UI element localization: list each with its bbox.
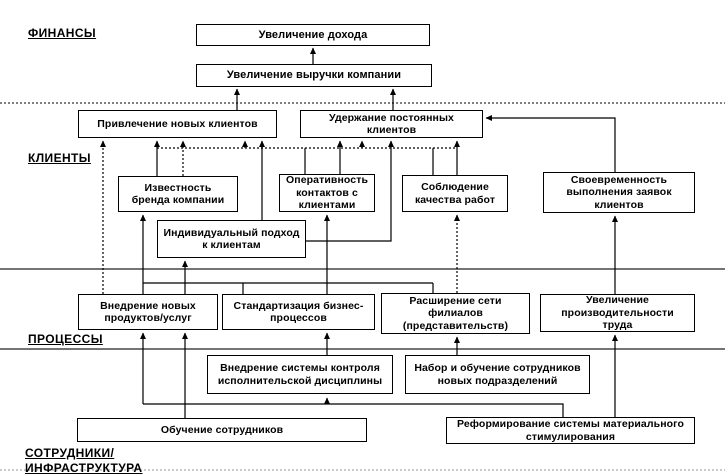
node-contact-promptness: Оперативность контактов с клиентами [279, 174, 375, 212]
node-branch-expansion: Расширение сети филиалов (представительс… [381, 293, 530, 334]
node-attract-clients: Привлечение новых клиентов [78, 110, 277, 138]
node-brand-awareness: Известность бренда компании [118, 176, 238, 212]
connector-arrow [143, 403, 564, 417]
section-label-staff-line1: СОТРУДНИКИ/ [25, 446, 115, 460]
node-new-staff-training: Набор и обучение сотрудников новых подра… [405, 355, 590, 394]
section-label-clients: КЛИЕНТЫ [28, 151, 91, 165]
node-work-quality: Соблюдение качества работ [402, 175, 508, 212]
connector-arrow [485, 115, 616, 172]
node-individual-approach: Индивидуальный подход к клиентам [157, 220, 306, 258]
node-timely-requests: Своевременность выполнения заявок клиент… [543, 172, 695, 213]
node-process-standardization: Стандартизация бизнес-процессов [222, 294, 375, 330]
node-incentive-reform: Реформирование системы материального сти… [446, 417, 695, 444]
section-label-processes: ПРОЦЕССЫ [28, 332, 103, 346]
node-increase-income: Увеличение дохода [196, 24, 430, 46]
section-label-staff: СОТРУДНИКИ/ ИНФРАСТРУКТУРА [25, 446, 143, 476]
node-retain-clients: Удержание постоянных клиентов [300, 110, 483, 138]
connector-arrow [306, 140, 394, 242]
section-label-staff-line2: ИНФРАСТРУКТУРА [25, 461, 143, 475]
node-increase-revenue: Увеличение выручки компании [196, 64, 432, 87]
node-new-products: Внедрение новых продуктов/услуг [78, 294, 218, 330]
node-discipline-control: Внедрение системы контроля исполнительск… [207, 355, 393, 394]
node-staff-training: Обучение сотрудников [77, 418, 367, 442]
section-label-finance: ФИНАНСЫ [28, 26, 97, 40]
node-labor-productivity: Увеличение производительности труда [540, 294, 695, 332]
